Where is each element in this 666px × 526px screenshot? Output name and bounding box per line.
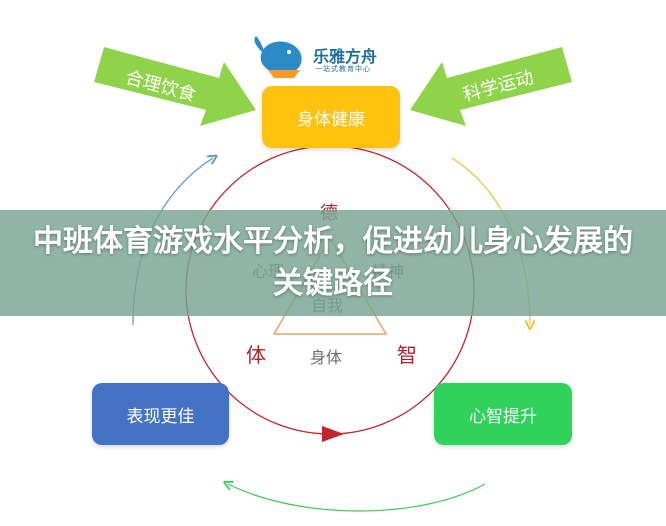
circle-arrow-icon bbox=[322, 426, 344, 442]
physical-health-box: 身体健康 bbox=[262, 86, 400, 148]
logo-subtitle: 一站式教育中心 bbox=[315, 65, 371, 73]
title-banner: 中班体育游戏水平分析，促进幼儿身心发展的关键路径 bbox=[0, 210, 666, 316]
label-intellect: 智 bbox=[397, 343, 417, 367]
mind-improvement-box: 心智提升 bbox=[434, 383, 572, 445]
logo-name: 乐雅方舟 bbox=[313, 47, 378, 66]
logo-whale-icon bbox=[254, 36, 302, 78]
banner-title: 中班体育游戏水平分析，促进幼儿身心发展的关键路径 bbox=[33, 224, 633, 301]
green-cycle-arrow bbox=[228, 484, 486, 512]
better-performance-box: 表现更佳 bbox=[92, 383, 229, 445]
label-physique: 体 bbox=[246, 343, 266, 367]
label-body: 身体 bbox=[310, 348, 343, 367]
right-green-arrow bbox=[410, 47, 572, 126]
left-green-arrow bbox=[94, 47, 256, 126]
